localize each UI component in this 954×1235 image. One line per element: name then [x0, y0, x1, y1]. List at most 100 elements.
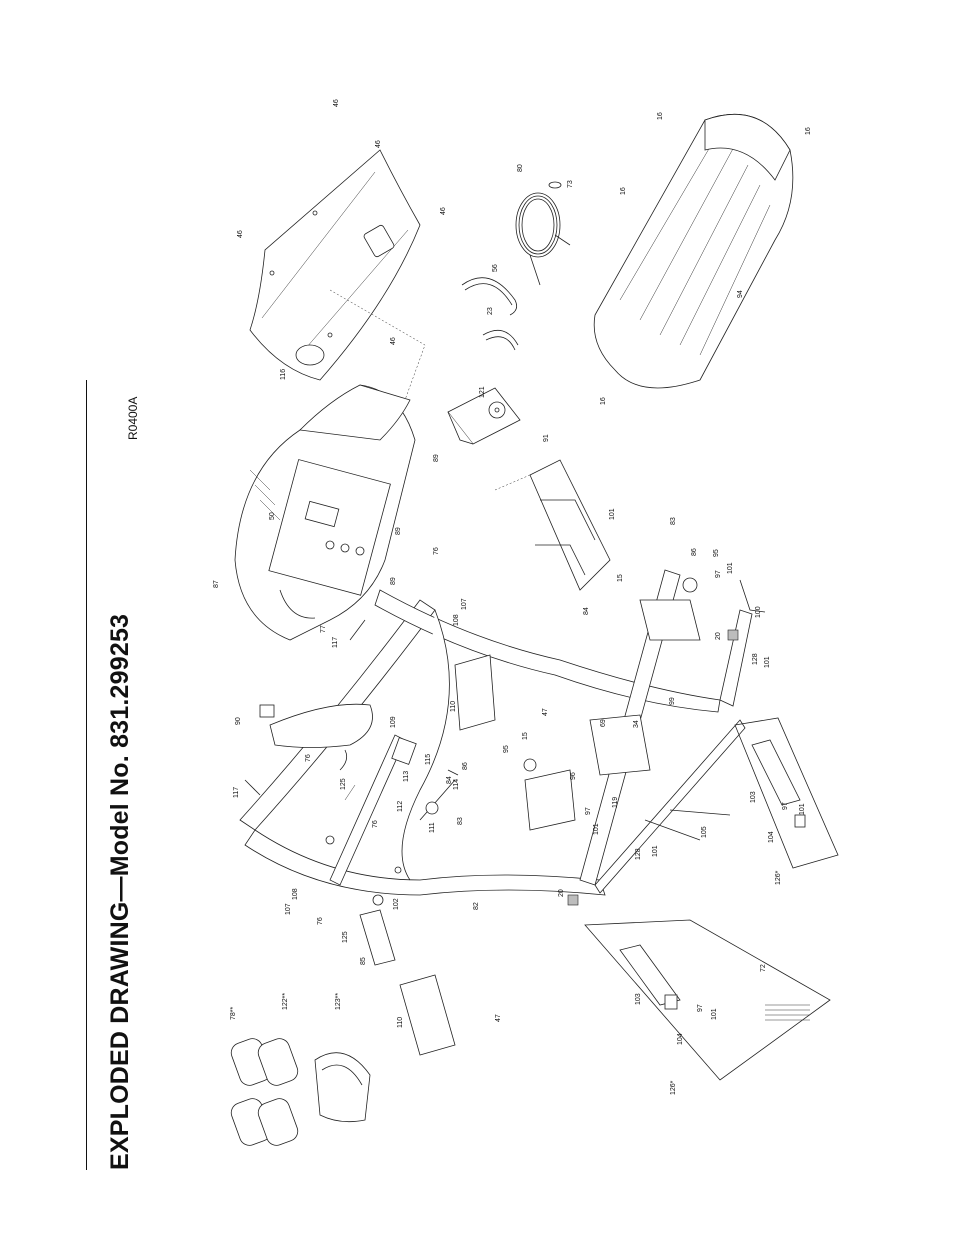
part-label-65: 97	[585, 807, 592, 815]
part-label-80: 103	[635, 993, 642, 1005]
part-label-66: 101	[593, 823, 600, 835]
part-label-67: 119	[612, 797, 619, 808]
part-label-7: 16	[805, 127, 812, 135]
part-label-9: 16	[600, 397, 607, 405]
part-label-75: 104	[768, 831, 775, 843]
part-label-49: 112	[397, 801, 404, 812]
part-label-40: 109	[390, 716, 397, 728]
part-label-62: 108	[292, 888, 299, 900]
part-label-33: 84	[583, 607, 590, 615]
part-label-56: 82	[473, 902, 480, 910]
part-label-41: 110	[450, 701, 457, 712]
inset-box-part	[584, 717, 839, 1081]
part-label-16: 87	[213, 580, 220, 588]
part-label-35: 100	[755, 606, 762, 618]
part-label-12: 56	[492, 264, 499, 272]
part-label-76: 126*	[775, 870, 782, 885]
part-label-60: 85	[360, 957, 367, 965]
part-label-0: 46	[333, 99, 340, 107]
part-label-81: 97	[697, 1004, 704, 1012]
part-label-90: 123**	[335, 993, 342, 1010]
part-label-84: 126*	[670, 1080, 677, 1095]
part-label-55: 83	[457, 817, 464, 825]
part-label-15: 121	[479, 386, 486, 398]
part-label-88: 78**	[230, 1006, 237, 1020]
part-label-70: 99	[669, 697, 676, 705]
shelf-part	[494, 459, 611, 591]
part-label-29: 86	[691, 548, 698, 556]
console-part	[234, 384, 416, 641]
part-label-87: 47	[495, 1014, 502, 1022]
part-label-57: 102	[393, 898, 400, 910]
part-label-4: 46	[375, 140, 382, 148]
part-label-32: 101	[727, 562, 734, 574]
part-label-23: 76	[433, 547, 440, 555]
title-rule	[86, 380, 87, 1170]
part-label-69: 34	[633, 720, 640, 728]
cable-parts	[461, 181, 571, 351]
part-label-37: 128	[752, 653, 759, 665]
part-label-82: 101	[711, 1008, 718, 1020]
part-label-38: 101	[764, 656, 771, 668]
weights-part	[230, 1038, 371, 1146]
handle-part	[325, 734, 456, 1056]
part-label-83: 104	[677, 1033, 684, 1045]
part-label-20: 89	[433, 454, 440, 462]
part-label-30: 95	[713, 549, 720, 557]
part-label-3: 46	[390, 337, 397, 345]
part-label-17: 50	[269, 512, 276, 520]
part-label-21: 89	[395, 527, 402, 535]
part-label-43: 117	[233, 787, 240, 798]
part-label-58: 76	[372, 820, 379, 828]
hardware-parts	[244, 577, 766, 841]
part-label-10: 80	[517, 164, 524, 172]
part-label-18: 77	[320, 625, 327, 633]
part-label-74: 101	[799, 803, 806, 815]
part-label-8: 16	[620, 187, 627, 195]
part-label-72: 103	[750, 791, 757, 803]
part-label-54: 15	[522, 732, 529, 740]
part-label-48: 114	[453, 779, 460, 790]
part-label-39: 90	[235, 717, 242, 725]
part-label-2: 46	[237, 230, 244, 238]
part-labels: 4646464646116161616168073562394121875077…	[213, 99, 812, 1095]
part-label-1: 46	[440, 207, 447, 215]
part-label-73: 97	[782, 802, 789, 810]
part-label-6: 16	[657, 112, 664, 120]
motor-hood-part	[593, 113, 794, 389]
part-label-31: 97	[715, 570, 722, 578]
part-label-25: 108	[453, 614, 460, 626]
part-label-22: 89	[390, 577, 397, 585]
part-label-78: 128	[635, 848, 642, 860]
part-label-77: 20	[558, 889, 565, 897]
part-label-14: 94	[737, 290, 744, 298]
part-label-53: 95	[503, 745, 510, 753]
part-label-42: 47	[542, 708, 549, 716]
part-label-64: 96	[570, 772, 577, 780]
part-label-79: 101	[652, 845, 659, 857]
part-label-28: 83	[670, 517, 677, 525]
base-frame-part	[454, 569, 753, 906]
part-label-5: 116	[280, 369, 287, 380]
part-label-27: 101	[609, 508, 616, 520]
console-cover-part	[249, 149, 426, 401]
part-label-51: 84	[446, 776, 453, 784]
part-label-63: 76	[317, 917, 324, 925]
part-label-36: 20	[715, 632, 722, 640]
part-label-71: 105	[701, 826, 708, 838]
part-label-26: 91	[543, 434, 550, 442]
part-label-46: 115	[425, 754, 432, 765]
part-label-19: 117	[332, 637, 339, 648]
part-label-34: 15	[617, 574, 624, 582]
part-label-47: 113	[403, 771, 410, 782]
part-label-52: 86	[462, 762, 469, 770]
accessory-tray-part	[259, 703, 373, 748]
part-label-45: 125	[340, 778, 347, 790]
part-label-44: 76	[305, 754, 312, 762]
part-label-50: 111	[429, 822, 436, 833]
part-label-85: 72	[760, 964, 767, 972]
part-label-86: 110	[397, 1017, 404, 1028]
part-label-24: 107	[461, 598, 468, 610]
